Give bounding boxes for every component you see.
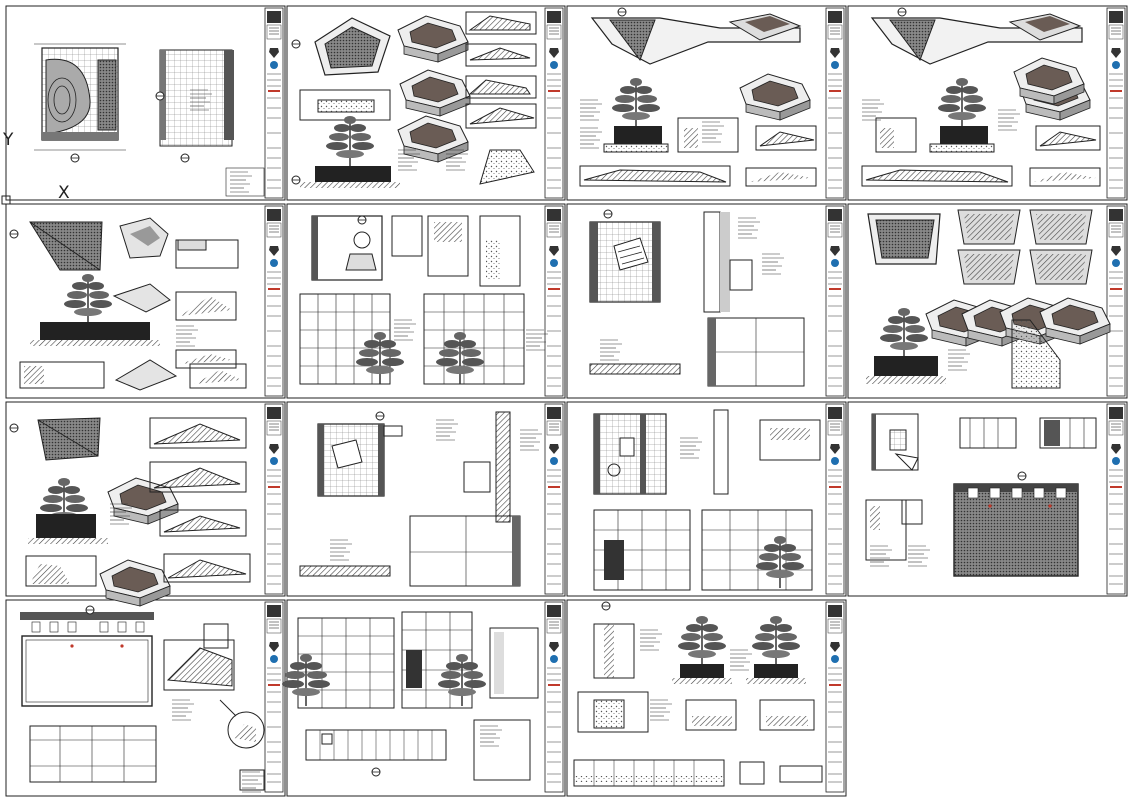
sheet-10-toilet-plan[interactable] xyxy=(299,411,543,587)
ucs-x-axis-label: X xyxy=(58,183,70,203)
sheet-11-toilet-elevations[interactable] xyxy=(593,409,821,591)
ucs-y-axis-label: Y xyxy=(3,130,14,150)
sheet-4-planter-wedge[interactable] xyxy=(861,7,1101,187)
ucs-icon xyxy=(1,195,11,205)
sheet-15-planter-details[interactable] xyxy=(573,601,823,787)
sheet-1-plan[interactable] xyxy=(1,43,265,205)
sheet-6-toilet[interactable] xyxy=(299,215,549,385)
sheet-7-toilet-plan[interactable] xyxy=(589,209,805,387)
sheet-8-planter-boxes[interactable] xyxy=(866,209,1111,389)
sheet-9-planter-sections[interactable] xyxy=(9,417,251,607)
sheet-12-hall-plan[interactable] xyxy=(865,413,1097,577)
sheet-2-planter-pentagon[interactable] xyxy=(291,11,537,188)
sheet-5-planter-angled[interactable] xyxy=(9,217,247,391)
sheet-14-elevation-details[interactable] xyxy=(281,611,539,781)
sheet-3-planter-wedge[interactable] xyxy=(579,7,817,187)
sheet-13-hall-elevation[interactable] xyxy=(20,605,265,793)
sheet-frames xyxy=(5,5,1128,797)
